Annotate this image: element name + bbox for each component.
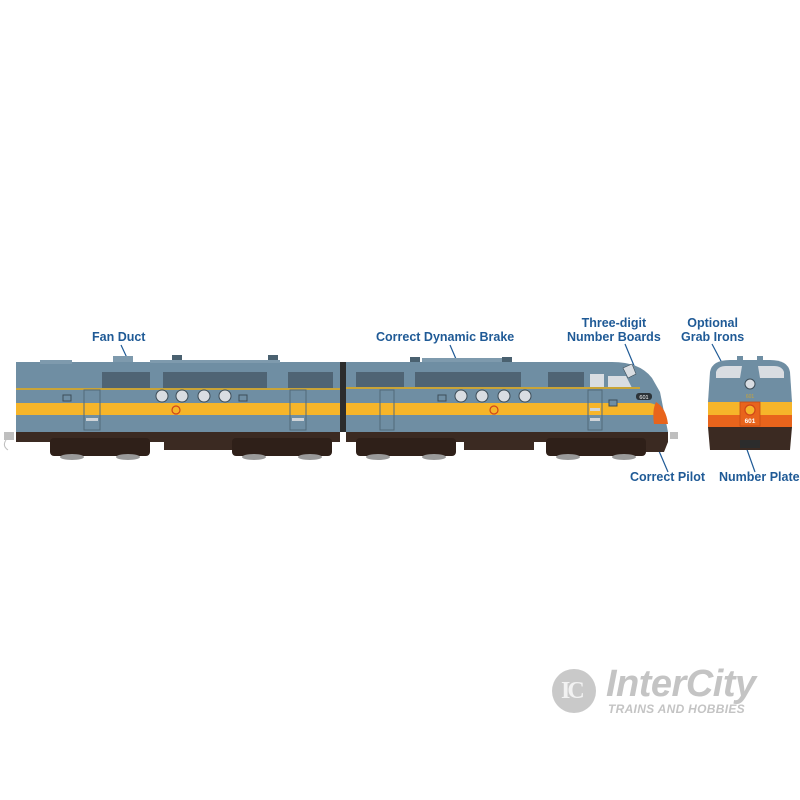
- b-unit: [3, 355, 346, 460]
- intercity-logo-tagline: TRAINS AND HOBBIES: [608, 702, 745, 716]
- svg-text:601: 601: [639, 395, 648, 401]
- callout-grab-irons: Optional Grab Irons: [681, 316, 744, 344]
- number-plate: 601: [745, 418, 756, 425]
- intercity-logo-name: InterCity: [606, 663, 756, 705]
- front-view: 601 601: [708, 356, 792, 450]
- intercity-watermark: IC InterCity TRAINS AND HOBBIES: [552, 663, 782, 719]
- callout-number-boards: Three-digit Number Boards: [567, 316, 661, 344]
- intercity-logo-icon: IC: [552, 669, 596, 713]
- callout-pilot: Correct Pilot: [630, 470, 706, 484]
- callout-fan-duct: Fan Duct: [92, 330, 146, 344]
- callout-number-boards-line1: Three-digit: [581, 316, 647, 330]
- a-unit: 601: [346, 357, 678, 460]
- number-board: [636, 393, 652, 400]
- callout-number-boards-line2: Number Boards: [567, 330, 661, 344]
- callout-dynamic-brake: Correct Dynamic Brake: [376, 330, 515, 344]
- callout-grab-irons-line1: Optional: [687, 316, 738, 330]
- callout-number-plate: Number Plate: [719, 470, 800, 484]
- svg-text:601: 601: [746, 394, 755, 400]
- callout-grab-irons-line2: Grab Irons: [681, 330, 745, 344]
